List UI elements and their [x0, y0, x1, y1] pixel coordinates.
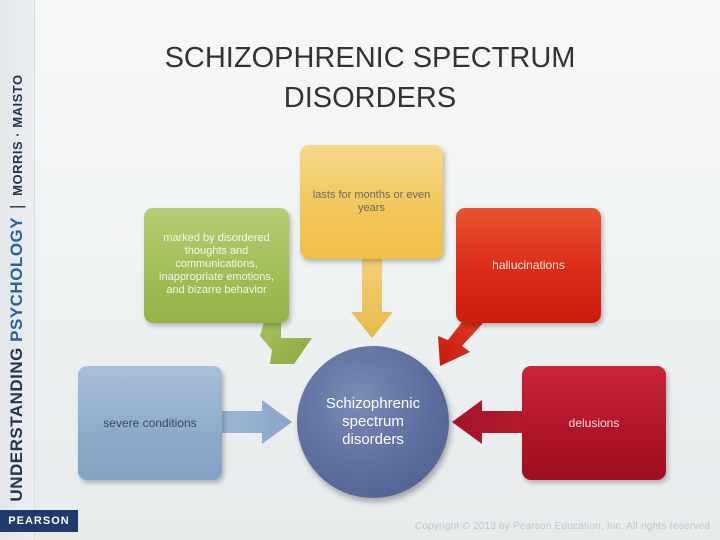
node-duration: lasts for months or even years — [300, 145, 443, 259]
node-hallucinations: hallucinations — [456, 208, 601, 323]
slide-title-line1: SCHIZOPHRENIC SPECTRUM — [164, 42, 576, 74]
node-symptoms: marked by disordered thoughts and commun… — [144, 208, 289, 323]
node-duration-text: lasts for months or even years — [312, 189, 431, 214]
center-node-text: Schizophrenic spectrum disorders — [325, 395, 421, 448]
arrow-upper-right — [438, 322, 484, 366]
node-hallucinations-text: hallucinations — [492, 258, 565, 272]
node-delusions-text: delusions — [568, 415, 620, 430]
arrow-upper-left — [260, 322, 312, 364]
slide-title-line2: DISORDERS — [283, 82, 457, 114]
arrow-top — [351, 258, 393, 338]
center-node: Schizophrenic spectrum disorders — [297, 346, 449, 498]
node-severe-conditions: severe conditions — [78, 366, 222, 480]
node-severe-conditions-text: severe conditions — [103, 415, 197, 430]
arrow-right — [452, 400, 522, 444]
arrow-left — [222, 400, 292, 444]
pearson-logo: PEARSON — [0, 510, 78, 532]
slide-title: SCHIZOPHRENIC SPECTRUM DISORDERS — [100, 38, 640, 118]
node-delusions: delusions — [522, 366, 666, 480]
copyright-notice: Copyright © 2013 by Pearson Education, I… — [414, 521, 710, 532]
node-symptoms-text: marked by disordered thoughts and commun… — [159, 232, 274, 296]
sidebar: UNDERSTANDING PSYCHOLOGY | MORRIS · MAIS… — [0, 0, 35, 540]
